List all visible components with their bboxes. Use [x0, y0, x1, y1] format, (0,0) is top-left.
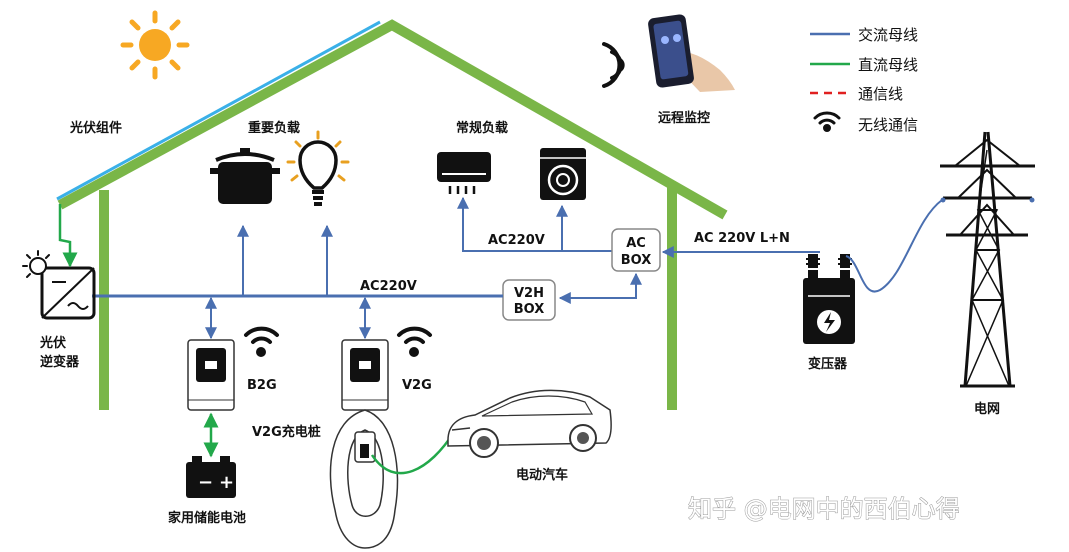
legend: 交流母线 直流母线 通信线 无线通信 — [810, 26, 918, 134]
light-bulb-icon — [286, 130, 350, 206]
solar-panel-strip — [56, 20, 381, 201]
electric-vehicle-icon — [447, 389, 612, 458]
pv-inverter-label-1: 光伏 — [39, 335, 66, 351]
legend-ac-bus: 交流母线 — [858, 26, 918, 44]
grid-label: 电网 — [974, 401, 1000, 417]
ev-charging-cable — [370, 431, 456, 475]
legend-dc-bus: 直流母线 — [858, 56, 918, 74]
phone-icon — [648, 14, 735, 92]
cooking-pot-icon — [210, 148, 280, 204]
charging-pile-icon — [329, 409, 399, 549]
ac-box-label-2: BOX — [621, 253, 652, 268]
ac-grid-label: AC 220V L+N — [694, 231, 790, 246]
v2h-box-label-1: V2H — [514, 286, 544, 301]
legend-wireless-icon — [813, 111, 841, 132]
air-conditioner-icon — [437, 152, 491, 194]
watermark-text: 知乎 @电网中的西伯心得 — [688, 495, 960, 523]
important-load-label: 重要负载 — [248, 120, 300, 136]
power-tower-icon — [940, 131, 1035, 388]
pv-sun-small-icon — [22, 250, 50, 278]
sun-icon — [120, 10, 190, 80]
legend-comm-line: 通信线 — [858, 85, 903, 103]
battery-icon: − + — [186, 456, 236, 498]
v2g-pile-label: V2G充电桩 — [252, 424, 321, 440]
ac220v-top-label: AC220V — [488, 233, 545, 248]
transformer-grid-line — [845, 199, 943, 293]
ac-box — [611, 228, 661, 272]
b2g-wireless-icon — [244, 326, 279, 357]
legend-wireless: 无线通信 — [858, 116, 918, 134]
pv-dc-line — [58, 204, 78, 268]
battery-minus-sign: − — [198, 472, 213, 493]
b2g-charger-unit — [187, 339, 235, 411]
transformer-label: 变压器 — [808, 356, 848, 372]
regular-load-label: 常规负载 — [456, 120, 508, 136]
v2g-charger-unit — [341, 339, 389, 411]
v2h-box — [502, 279, 556, 321]
b2g-label: B2G — [247, 378, 277, 393]
v2h-box-label-2: BOX — [514, 302, 545, 317]
house-outline — [57, 19, 728, 410]
ev-label: 电动汽车 — [516, 467, 568, 483]
transformer-icon — [803, 254, 855, 344]
pv-inverter — [40, 266, 96, 320]
v2h-ac-link — [558, 272, 642, 304]
v2g-label: V2G — [402, 378, 432, 393]
wireless-signal-icon — [602, 42, 625, 88]
v2g-wireless-icon — [397, 326, 432, 357]
home-storage-label: 家用储能电池 — [168, 510, 246, 526]
pv-inverter-label-2: 逆变器 — [40, 354, 80, 370]
ac-box-label-1: AC — [626, 236, 646, 251]
pv-module-label: 光伏组件 — [69, 120, 122, 136]
ac220v-bus-label: AC220V — [360, 279, 417, 294]
battery-plus-sign: + — [219, 472, 234, 493]
remote-monitor-label: 远程监控 — [658, 110, 710, 126]
washing-machine-icon — [540, 148, 586, 200]
